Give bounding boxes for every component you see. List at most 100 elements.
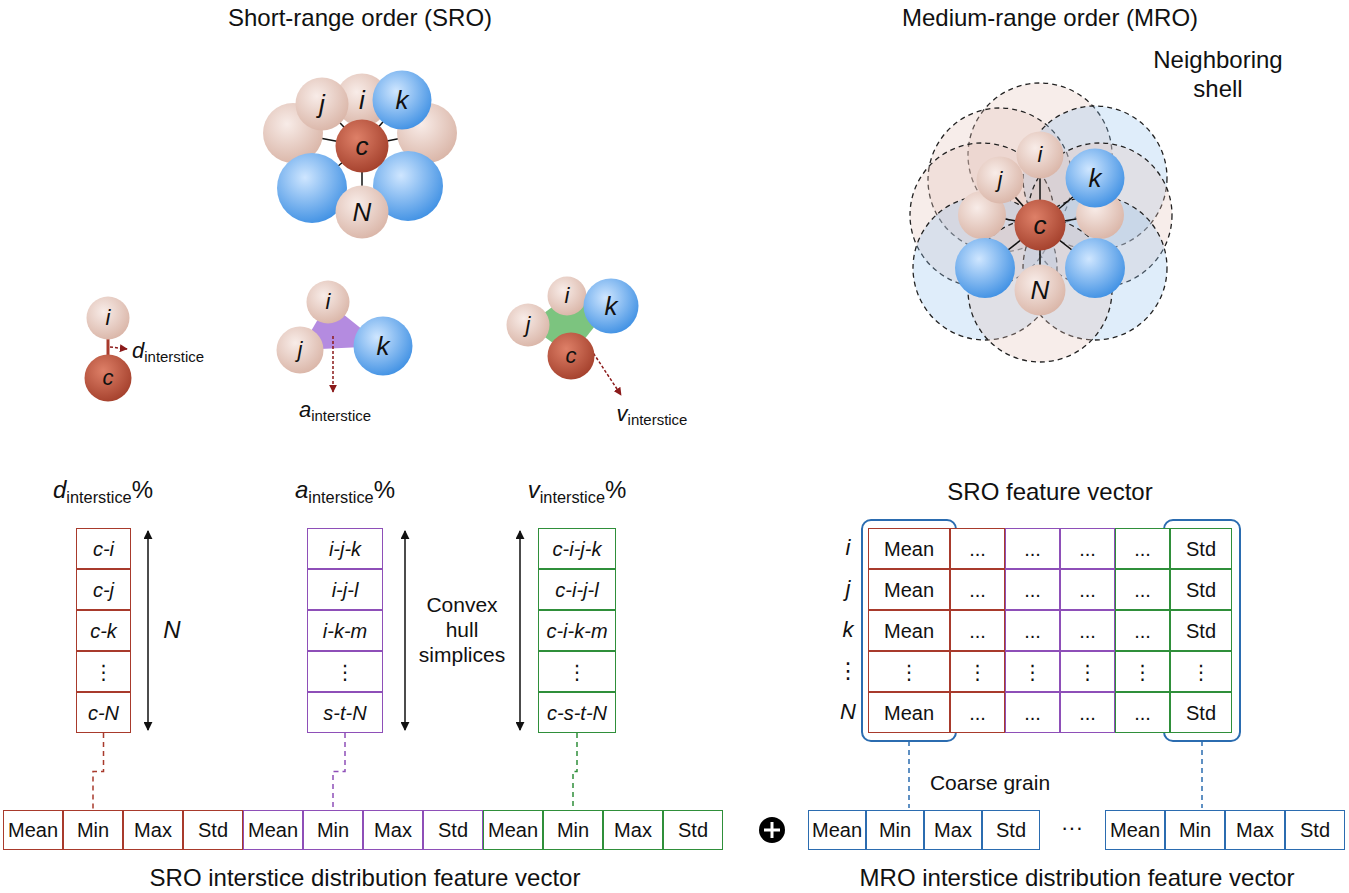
subscript: interstice — [144, 348, 204, 365]
atom-circle: c — [1014, 199, 1066, 251]
label-text: N — [163, 616, 180, 643]
feature-cell: c-i-j-l — [538, 569, 616, 610]
label-text: Coarse grain — [930, 771, 1050, 794]
feature-cell: ⋮ — [950, 651, 1005, 692]
feature-cell: ... — [1005, 610, 1060, 651]
cell-text: ... — [1134, 580, 1151, 600]
feature-cell: ... — [950, 610, 1005, 651]
neighbor-shell — [910, 83, 1172, 362]
cell-text: Mean — [884, 621, 934, 641]
cell-text: ... — [1079, 539, 1096, 559]
feature-cell: ⋮ — [1170, 651, 1232, 692]
atom-fill — [1066, 149, 1125, 208]
label-text: j — [846, 576, 851, 601]
atom-fill — [307, 281, 350, 324]
atom-circle: c — [547, 332, 595, 380]
atom-fill — [85, 355, 132, 402]
atom-label: N — [353, 199, 372, 225]
atom-circle: j — [976, 156, 1024, 204]
atom-fill — [336, 186, 389, 239]
vector-caption: MRO interstice distribution feature vect… — [860, 864, 1295, 893]
feature-cell: ... — [950, 692, 1005, 733]
atom-label: c — [566, 345, 577, 367]
interstice-label: dinterstice — [132, 338, 204, 366]
cell-text: Std — [1186, 580, 1216, 600]
atom-fill — [87, 297, 130, 340]
atom-circle: j — [506, 303, 550, 347]
cell-text: ⋮ — [335, 662, 355, 682]
row-label: j — [846, 576, 851, 602]
feature-cell: Max — [603, 810, 663, 850]
atom-fill — [1015, 265, 1066, 316]
row-label: i — [846, 535, 851, 561]
atom-circle: k — [353, 316, 413, 376]
atom-circle: k — [1065, 148, 1125, 208]
feature-cell: c-j — [76, 569, 131, 610]
atom-circle: i — [1016, 131, 1064, 179]
count-label: N — [163, 616, 180, 645]
cell-text: i-j-l — [332, 580, 359, 600]
feature-cell: Max — [1225, 810, 1285, 850]
label-text: a — [295, 476, 308, 503]
label-text: ⋮ — [837, 658, 859, 683]
cell-text: ... — [1024, 703, 1041, 723]
cell-text: ⋮ — [1023, 662, 1043, 682]
label-text: Medium-range order (MRO) — [902, 4, 1198, 31]
feature-cell: ... — [1060, 528, 1115, 569]
cell-text: Mean — [8, 820, 58, 840]
cell-text: Std — [438, 820, 468, 840]
cell-text: Mean — [884, 703, 934, 723]
atom-circle: c — [335, 119, 389, 173]
feature-cell: Std — [1285, 810, 1345, 850]
atom-circle: N — [1014, 264, 1066, 316]
feature-cell: Mean — [868, 569, 950, 610]
feature-cell: Std — [1170, 528, 1232, 569]
feature-cell: i-k-m — [307, 610, 383, 651]
atom-circle: i — [306, 280, 350, 324]
feature-cell: Std — [423, 810, 483, 850]
row-label: N — [840, 699, 856, 725]
label-text: a — [299, 397, 311, 422]
cell-text: ... — [969, 539, 986, 559]
atom-label: k — [396, 87, 409, 113]
feature-cell: Mean — [243, 810, 303, 850]
section-heading: Short-range order (SRO) — [228, 4, 492, 33]
feature-cell: Std — [1170, 692, 1232, 733]
cell-text: ... — [1079, 580, 1096, 600]
concat-symbol — [759, 817, 785, 843]
atom-label: j — [526, 314, 531, 336]
atom-fill — [296, 78, 349, 131]
feature-cell: ⋮ — [1115, 651, 1170, 692]
cell-text: Std — [1186, 621, 1216, 641]
feature-cell: Std — [663, 810, 723, 850]
cell-text: c-s-t-N — [547, 703, 607, 723]
atom-fill — [1015, 200, 1066, 251]
interstice-label: vinterstice — [617, 401, 688, 429]
cell-text: ⋮ — [968, 662, 988, 682]
cell-text: Mean — [488, 820, 538, 840]
cell-text: Min — [77, 820, 109, 840]
feature-cell: Std — [1170, 610, 1232, 651]
subscript: interstice — [628, 411, 688, 428]
shell-label: Neighboring shell — [1143, 46, 1293, 104]
dashed-connector — [573, 733, 577, 810]
span-label: Convex hull simplices — [409, 592, 515, 668]
atom-label: j — [998, 169, 1003, 191]
dashed-connector — [333, 733, 345, 810]
feature-cell: Mean — [1105, 810, 1165, 850]
cell-text: c-i — [93, 539, 114, 559]
cell-text: ... — [1024, 539, 1041, 559]
feature-cell: ⋮ — [76, 651, 131, 692]
feature-cell: c-i — [76, 528, 131, 569]
cell-text: Max — [934, 820, 972, 840]
feature-cell: Std — [183, 810, 243, 850]
cell-text: Max — [134, 820, 172, 840]
feature-cell: Std — [1170, 569, 1232, 610]
subscript: interstice — [311, 407, 371, 424]
label-text: N — [840, 699, 856, 724]
interstice-label: ainterstice — [299, 397, 371, 425]
cell-text: s-t-N — [323, 703, 366, 723]
atom-circle: j — [276, 326, 324, 374]
feature-cell: c-s-t-N — [538, 692, 616, 733]
